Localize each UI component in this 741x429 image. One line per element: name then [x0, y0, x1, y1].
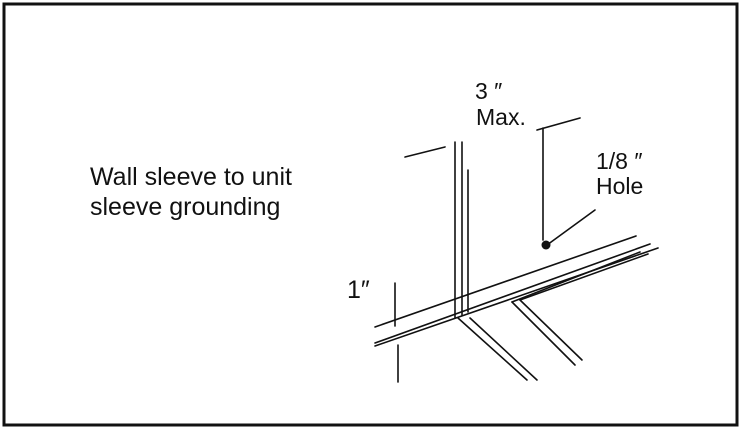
hole-size-label: 1/8 ″ [596, 148, 643, 174]
hole-leader [546, 209, 596, 246]
depth-value-label: 3 ″ [475, 78, 503, 104]
wall-sleeve-edge [404, 141, 469, 319]
offset-dimension [394, 282, 399, 383]
sleeve-corner [457, 251, 649, 381]
unit-sleeve-plate [374, 235, 659, 347]
offset-value-label: 1″ [347, 276, 370, 304]
max-depth-dimension [536, 117, 581, 241]
caption-line-2: sleeve grounding [90, 193, 281, 221]
depth-qualifier-label: Max. [476, 104, 526, 130]
hole-marker [541, 240, 551, 250]
caption-line-1: Wall sleeve to unit [90, 163, 292, 191]
hole-label: Hole [596, 173, 644, 199]
